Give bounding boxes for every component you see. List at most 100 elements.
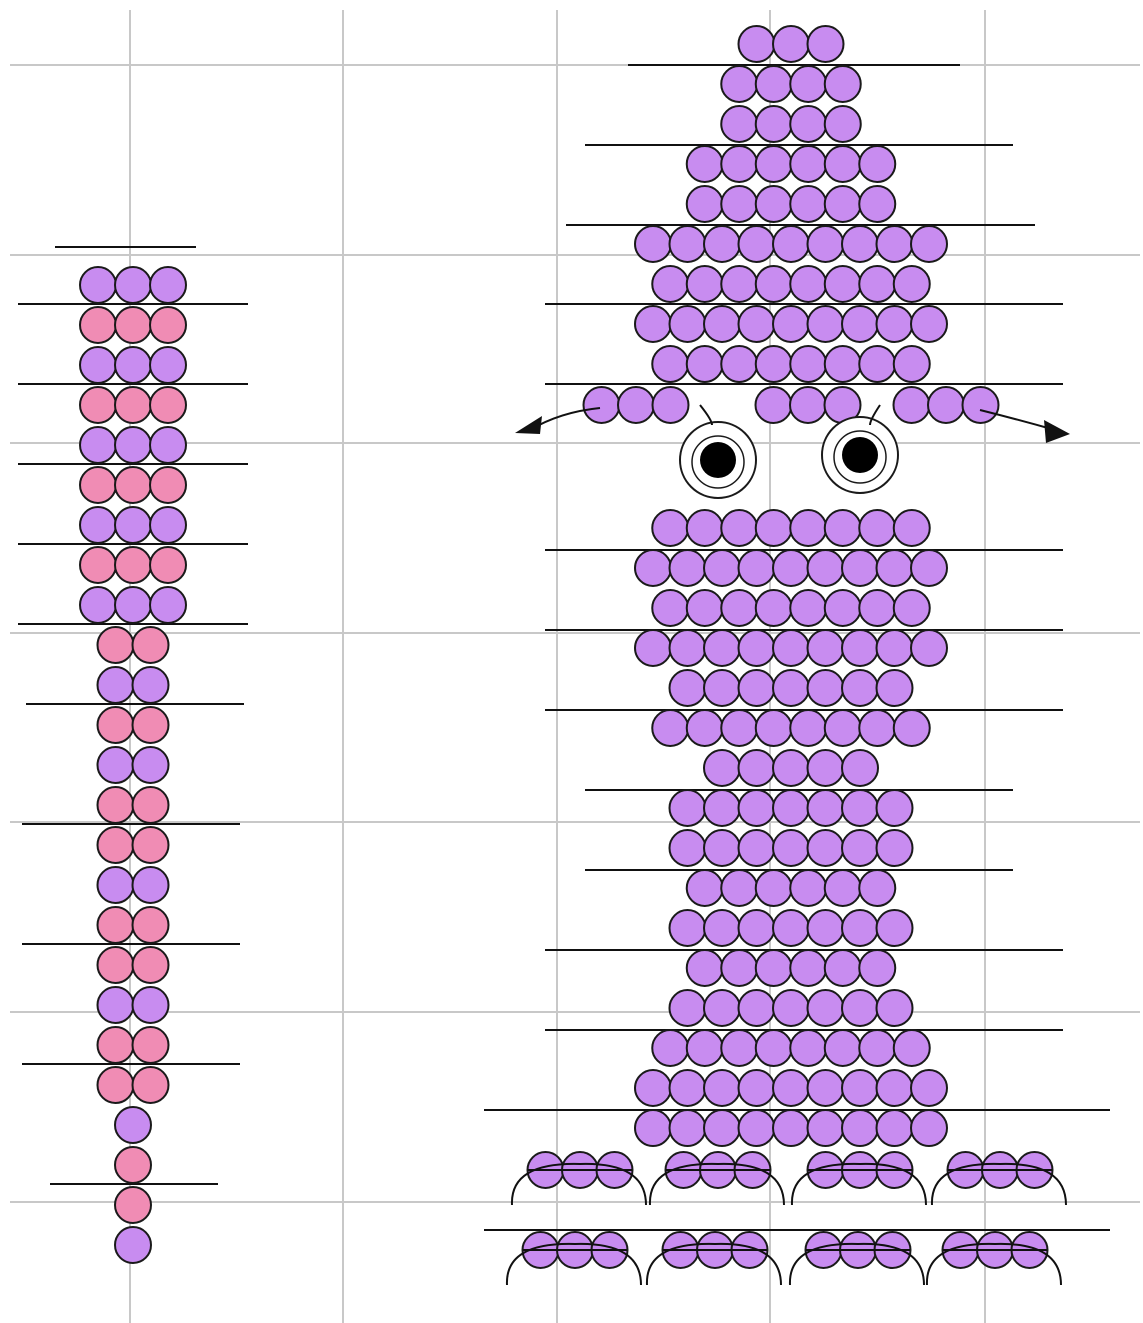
bead	[877, 670, 913, 706]
bead	[756, 710, 792, 746]
bead	[773, 990, 809, 1026]
bead	[825, 146, 861, 182]
bead	[635, 550, 671, 586]
bead	[150, 387, 186, 423]
bead	[877, 830, 913, 866]
bead	[150, 507, 186, 543]
bead	[842, 1110, 878, 1146]
bead	[98, 667, 134, 703]
bead	[133, 987, 169, 1023]
bead	[911, 550, 947, 586]
bead	[808, 226, 844, 262]
bead	[790, 146, 826, 182]
bead	[150, 267, 186, 303]
bead	[825, 266, 861, 302]
bead	[150, 547, 186, 583]
bead	[133, 667, 169, 703]
bead	[98, 627, 134, 663]
bead	[704, 550, 740, 586]
bead	[670, 226, 706, 262]
bead	[150, 347, 186, 383]
bead	[687, 186, 723, 222]
bead	[842, 990, 878, 1026]
bead	[842, 670, 878, 706]
bead	[98, 747, 134, 783]
bead	[877, 990, 913, 1026]
bead	[635, 306, 671, 342]
bead	[877, 1070, 913, 1106]
bead	[80, 347, 116, 383]
bead	[842, 306, 878, 342]
bead	[842, 630, 878, 666]
bead	[859, 710, 895, 746]
bead	[877, 306, 913, 342]
bead	[133, 947, 169, 983]
bead	[635, 630, 671, 666]
bead	[80, 507, 116, 543]
bead	[133, 867, 169, 903]
bead	[894, 1030, 930, 1066]
bead	[911, 306, 947, 342]
bead	[721, 266, 757, 302]
bead	[756, 870, 792, 906]
bead	[704, 910, 740, 946]
bead	[825, 1030, 861, 1066]
bead	[877, 790, 913, 826]
bead	[859, 186, 895, 222]
bead	[790, 106, 826, 142]
bead	[652, 710, 688, 746]
bead	[842, 910, 878, 946]
bead	[80, 467, 116, 503]
bead	[790, 186, 826, 222]
bead	[670, 630, 706, 666]
bead	[790, 387, 826, 423]
bead	[790, 66, 826, 102]
bead	[652, 510, 688, 546]
octopus-bead-pattern	[484, 26, 1110, 1285]
bead	[133, 827, 169, 863]
bead	[859, 590, 895, 626]
bead	[825, 346, 861, 382]
bead	[825, 106, 861, 142]
bead	[859, 346, 895, 382]
bead	[670, 1110, 706, 1146]
bead	[133, 627, 169, 663]
bead	[704, 990, 740, 1026]
bead	[115, 467, 151, 503]
bead	[133, 747, 169, 783]
bead	[721, 106, 757, 142]
bead	[739, 1110, 775, 1146]
bead	[739, 306, 775, 342]
bead	[670, 990, 706, 1026]
bead	[808, 550, 844, 586]
bead	[773, 550, 809, 586]
bead	[756, 510, 792, 546]
bead	[80, 387, 116, 423]
bead	[756, 266, 792, 302]
bead	[687, 266, 723, 302]
bead	[115, 1107, 151, 1143]
bead	[115, 307, 151, 343]
bead	[842, 790, 878, 826]
bead	[842, 830, 878, 866]
bead	[739, 670, 775, 706]
bead	[859, 870, 895, 906]
bead	[687, 590, 723, 626]
bead	[825, 710, 861, 746]
bead	[670, 550, 706, 586]
bead	[652, 590, 688, 626]
bead	[652, 1030, 688, 1066]
bead	[80, 427, 116, 463]
bead	[687, 346, 723, 382]
bead	[704, 790, 740, 826]
bead	[739, 226, 775, 262]
bead	[115, 1227, 151, 1263]
bead	[773, 630, 809, 666]
bead	[133, 1067, 169, 1103]
bead	[704, 630, 740, 666]
bead	[704, 306, 740, 342]
bead	[635, 1110, 671, 1146]
bead	[773, 1070, 809, 1106]
bead	[133, 787, 169, 823]
